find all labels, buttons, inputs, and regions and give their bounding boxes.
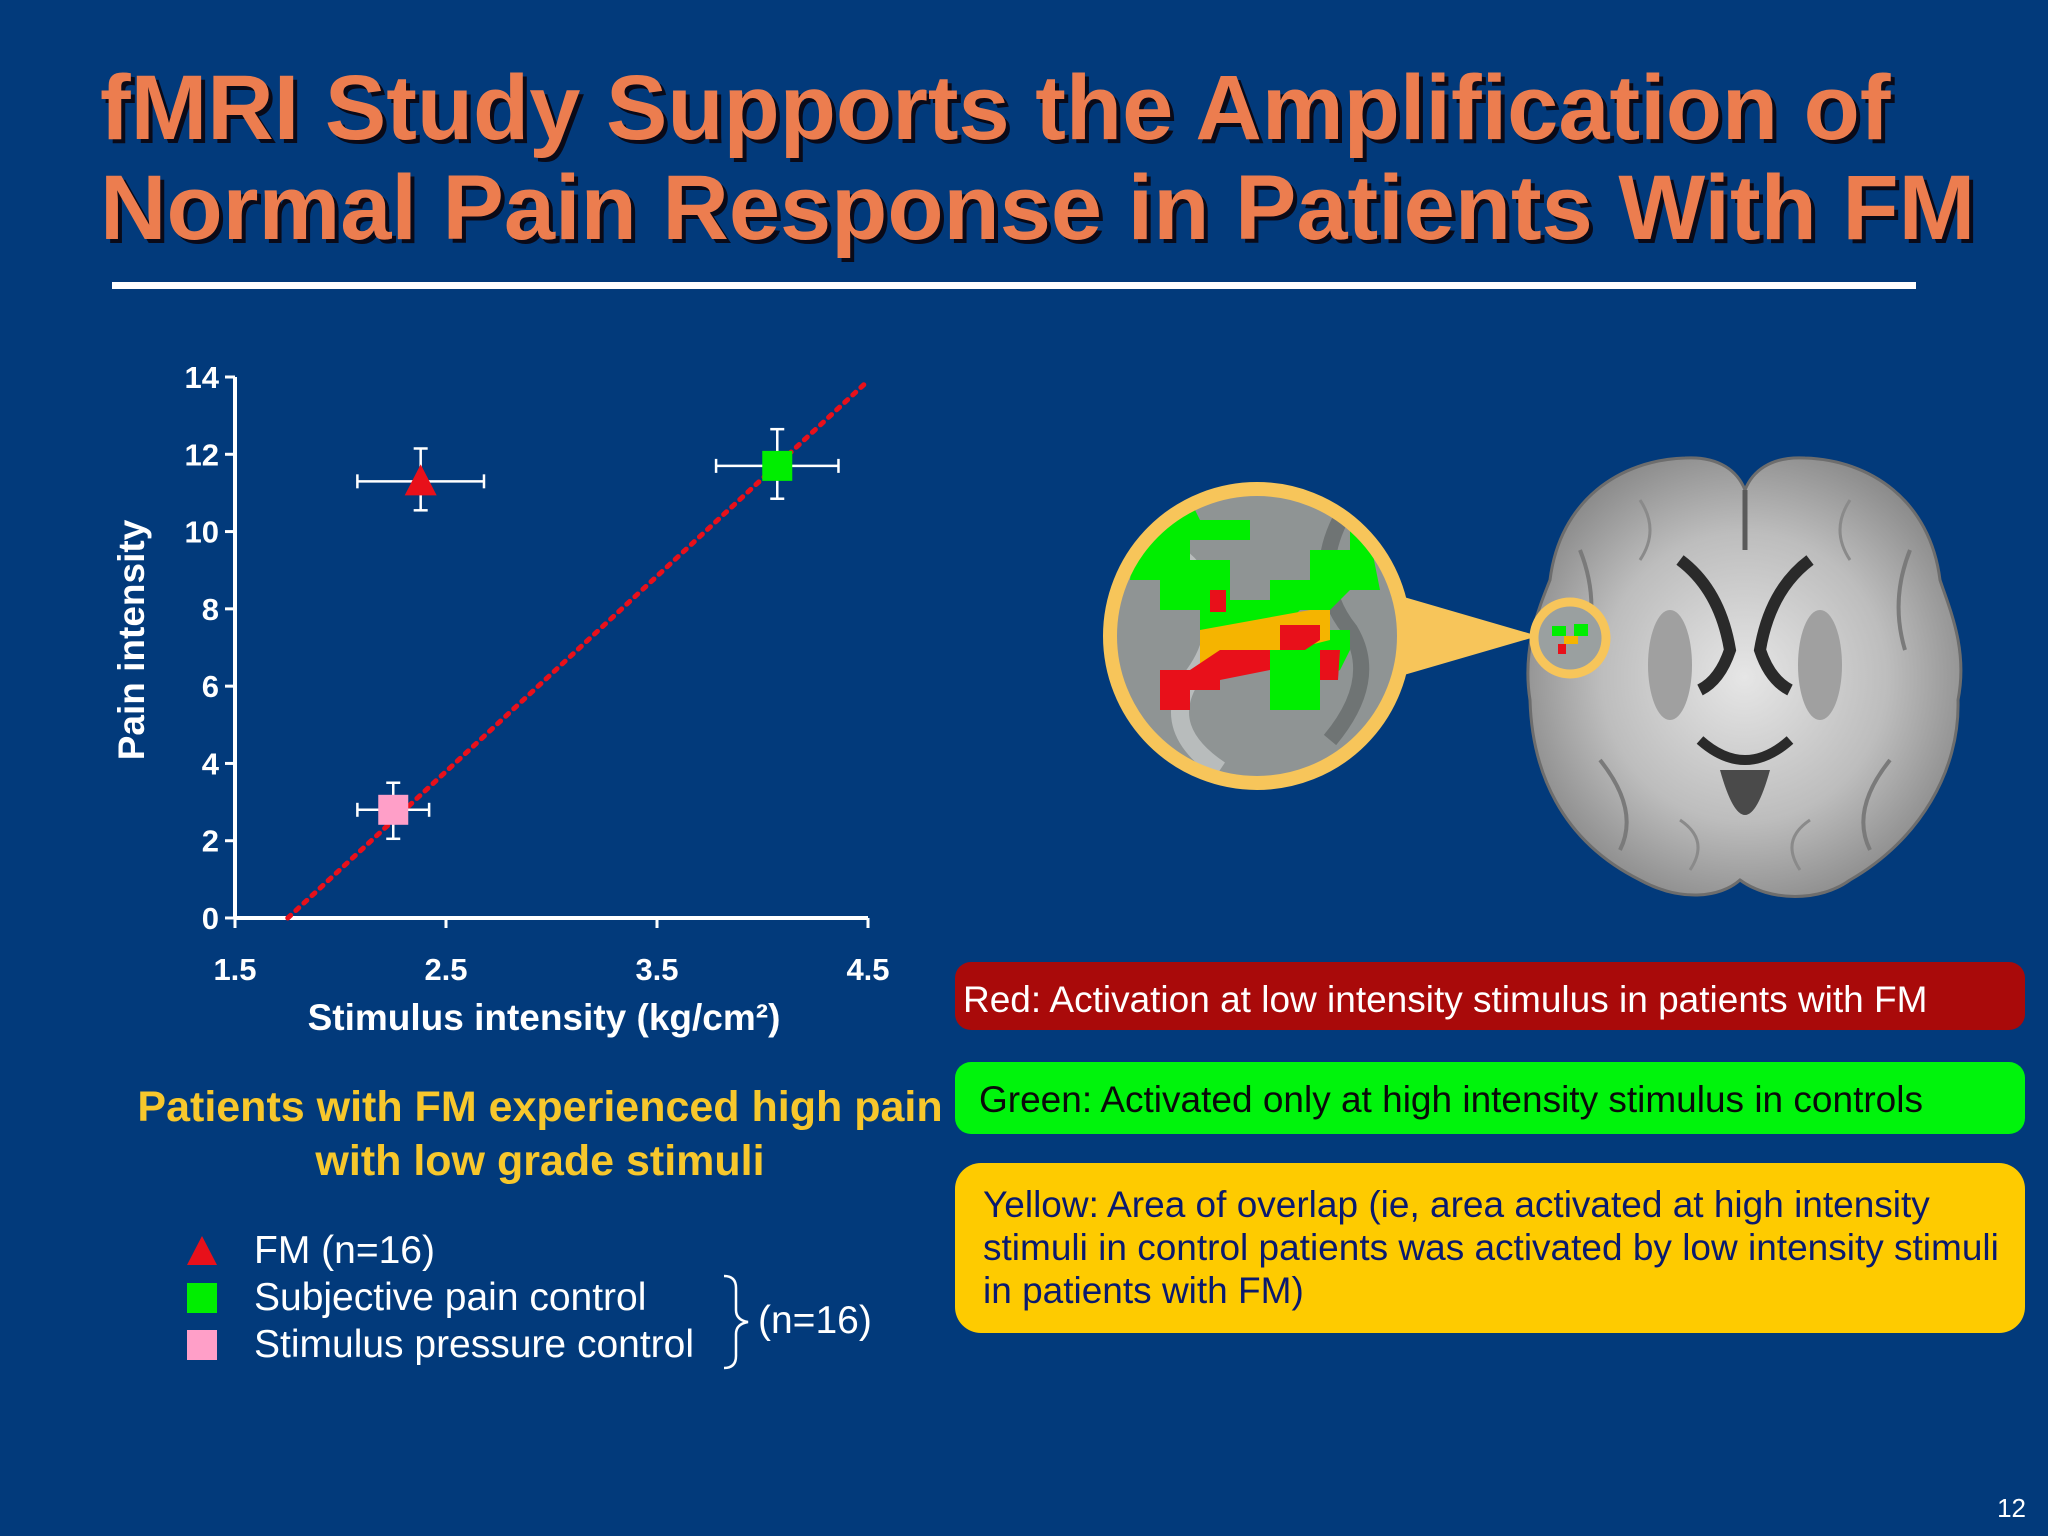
legend-label: Subjective pain control (254, 1276, 647, 1319)
x-tick-label: 2.5 (424, 952, 467, 987)
yellow-overlap-note: Yellow: Area of overlap (ie, area activa… (955, 1163, 2025, 1333)
legend-label: Stimulus pressure control (254, 1323, 695, 1366)
curly-brace-icon (723, 1274, 749, 1370)
pink-square-icon (187, 1330, 217, 1360)
magnifier-pointer (1380, 590, 1538, 682)
scatter-chart: 1.5 2.5 3.5 4.5 0 2 4 6 8 10 12 14 Stimulus intensi… (111, 360, 890, 1038)
green-activation-note: Green: Activated only at high intensity … (955, 1062, 2025, 1134)
control-group-size: (n=16) (758, 1299, 872, 1342)
x-tick-label: 4.5 (846, 952, 889, 987)
y-tick-label: 14 (185, 360, 220, 395)
chart-caption: Patients with FM experienced high pain w… (137, 1083, 943, 1185)
x-tick-label: 3.5 (635, 952, 678, 987)
magnifier-lens (1103, 482, 1411, 790)
data-point-square (762, 450, 793, 481)
title-divider (112, 282, 1916, 289)
x-tick-label: 1.5 (213, 952, 256, 987)
y-axis-title: Pain intensity (111, 519, 152, 760)
page-number: 12 (1997, 1493, 2026, 1523)
red-triangle-icon (187, 1236, 217, 1265)
y-tick-label: 12 (185, 437, 219, 472)
y-tick-label: 10 (185, 515, 219, 550)
data-point-square (378, 794, 409, 825)
slide-title: fMRI Study Supports the Amplification of… (100, 57, 1976, 259)
legend-label: FM (n=16) (254, 1229, 435, 1272)
y-tick-label: 2 (202, 824, 219, 859)
brain-slice (1526, 456, 1963, 898)
chart-plot-area: 1.5 2.5 3.5 4.5 0 2 4 6 8 10 12 14 (185, 360, 890, 987)
y-tick-label: 0 (202, 901, 219, 936)
y-tick-label: 8 (202, 592, 219, 627)
red-activation-note: Red: Activation at low intensity stimulu… (955, 962, 2025, 1030)
y-tick-label: 4 (202, 746, 220, 781)
data-point-triangle (404, 464, 437, 496)
y-tick-label: 6 (202, 669, 219, 704)
x-axis-title: Stimulus intensity (kg/cm²) (308, 997, 781, 1038)
brain-scan-image (1103, 456, 1963, 898)
green-square-icon (187, 1283, 217, 1313)
